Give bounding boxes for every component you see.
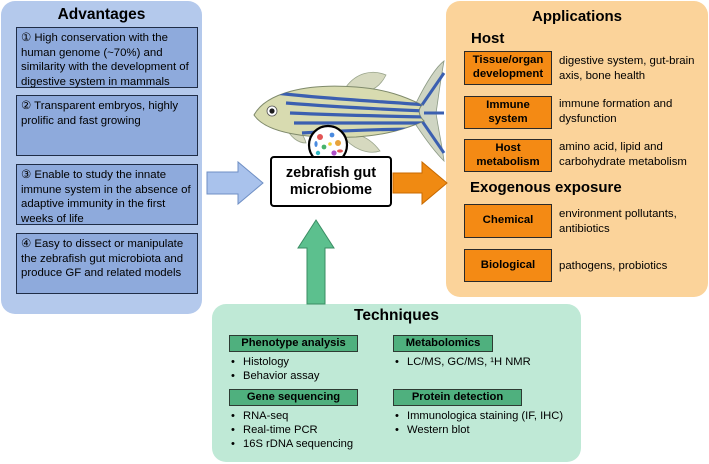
gene-sequencing-list: RNA-seq Real-time PCR 16S rDNA sequencin… <box>229 409 353 452</box>
advantage-item-1: ① High conservation with the human genom… <box>16 27 198 88</box>
technique-metabolomics: Metabolomics <box>393 335 493 352</box>
metabolomics-list: LC/MS, GC/MS, ¹H NMR <box>393 355 531 369</box>
host-item-immune-system-desc: immune formation and dysfunction <box>559 98 673 125</box>
technique-gene-sequencing: Gene sequencing <box>229 389 358 406</box>
list-item: Immunologica staining (IF, IHC) <box>393 409 563 423</box>
techniques-title: Techniques <box>354 307 439 324</box>
host-item-immune-system: Immune system <box>464 96 552 129</box>
host-heading: Host <box>471 30 505 47</box>
blue-arrow <box>206 160 264 206</box>
list-item: Western blot <box>393 423 563 437</box>
orange-arrow <box>392 160 448 206</box>
list-item: Behavior assay <box>229 369 320 383</box>
host-item-tissue-development: Tissue/organ development <box>464 51 552 85</box>
exogenous-item-chemical-desc: environment pollutants, antibiotics <box>559 208 677 235</box>
green-arrow <box>297 219 335 305</box>
advantage-item-4: ④ Easy to dissect or manipulate the zebr… <box>16 233 198 294</box>
zebrafish-icon <box>253 60 446 165</box>
exogenous-item-biological-desc: pathogens, probiotics <box>559 260 668 272</box>
advantage-item-3: ③ Enable to study the innate immune syst… <box>16 164 198 225</box>
technique-phenotype-analysis: Phenotype analysis <box>229 335 358 352</box>
zebrafish-gut-microbiome-box: zebrafish gut microbiome <box>270 156 392 207</box>
list-item: Histology <box>229 355 320 369</box>
list-item: 16S rDNA sequencing <box>229 437 353 451</box>
host-item-tissue-development-desc: digestive system, gut-brain axis, bone h… <box>559 55 695 82</box>
exogenous-heading: Exogenous exposure <box>470 179 622 196</box>
host-item-metabolism: Host metabolism <box>464 139 552 172</box>
protein-detection-list: Immunologica staining (IF, IHC) Western … <box>393 409 563 438</box>
phenotype-list: Histology Behavior assay <box>229 355 320 384</box>
exogenous-item-biological: Biological <box>464 249 552 282</box>
applications-title: Applications <box>531 8 622 25</box>
advantages-title: Advantages <box>57 6 146 23</box>
exogenous-item-chemical: Chemical <box>464 204 552 238</box>
list-item: Real-time PCR <box>229 423 353 437</box>
list-item: LC/MS, GC/MS, ¹H NMR <box>393 355 531 369</box>
host-item-metabolism-desc: amino acid, lipid and carbohydrate metab… <box>559 141 687 168</box>
advantage-item-2: ② Transparent embryos, highly prolific a… <box>16 95 198 156</box>
list-item: RNA-seq <box>229 409 353 423</box>
technique-protein-detection: Protein detection <box>393 389 522 406</box>
